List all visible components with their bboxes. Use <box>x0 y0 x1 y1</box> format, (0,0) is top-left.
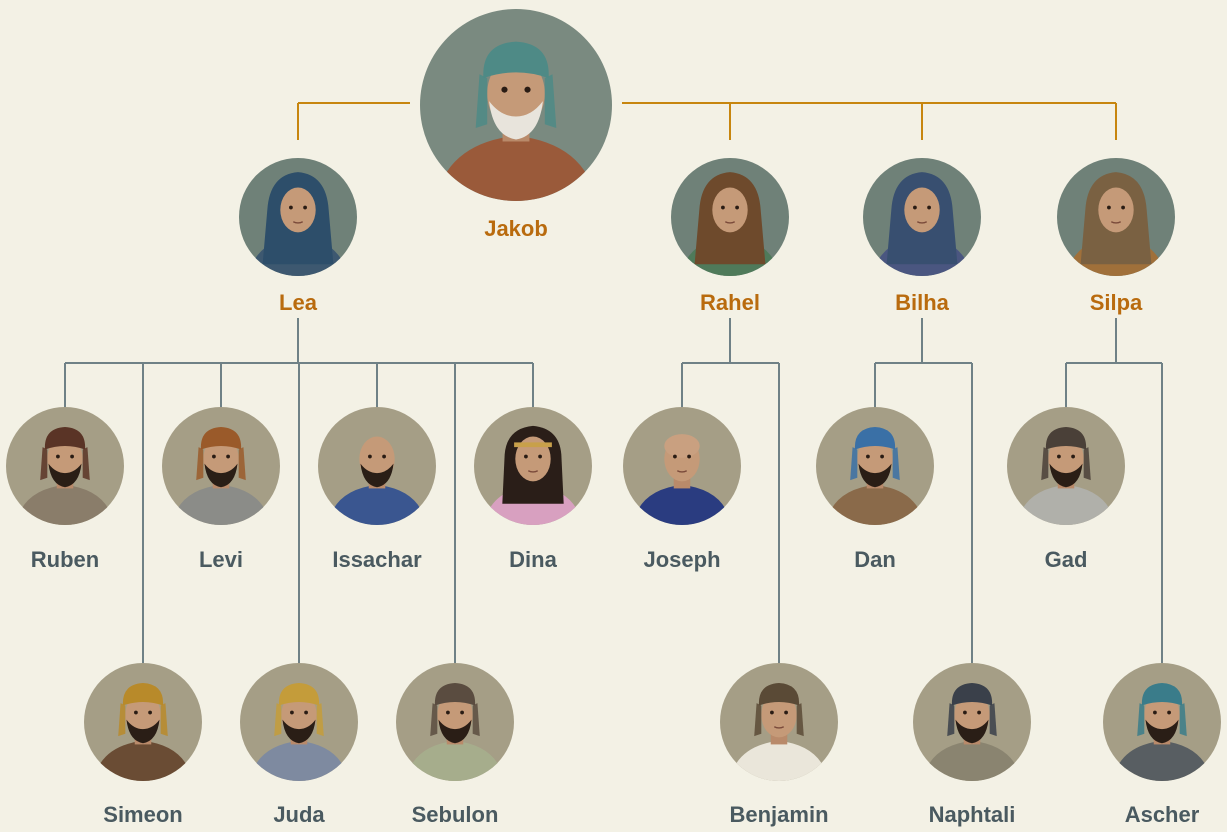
gad-portrait-icon <box>1007 407 1125 525</box>
joseph-portrait-icon <box>623 407 741 525</box>
sebulon-portrait-icon <box>396 663 514 781</box>
issachar-label: Issachar <box>332 547 422 572</box>
rahel-label: Rahel <box>700 290 760 315</box>
juda-portrait-icon <box>240 663 358 781</box>
joseph-label: Joseph <box>643 547 721 572</box>
dina-label: Dina <box>509 547 557 572</box>
dan-portrait-icon <box>816 407 934 525</box>
juda-label: Juda <box>273 802 325 827</box>
sebulon-label: Sebulon <box>411 802 499 827</box>
naphtali-label: Naphtali <box>928 802 1016 827</box>
levi-label: Levi <box>198 547 244 572</box>
bilha-portrait-icon <box>863 158 981 276</box>
simeon-label: Simeon <box>103 802 183 827</box>
lea-portrait-icon <box>239 158 357 276</box>
dina-portrait-icon <box>474 407 592 525</box>
benjamin-portrait-icon <box>720 663 838 781</box>
silpa-label: Silpa <box>1089 290 1143 315</box>
ruben-portrait-icon <box>6 407 124 525</box>
jakob-portrait-icon <box>420 9 612 201</box>
ascher-label: Ascher <box>1124 802 1200 827</box>
simeon-portrait-icon <box>84 663 202 781</box>
bilha-label: Bilha <box>895 290 949 315</box>
naphtali-portrait-icon <box>913 663 1031 781</box>
rahel-portrait-icon <box>671 158 789 276</box>
ascher-portrait-icon <box>1103 663 1221 781</box>
gad-label: Gad <box>1044 547 1088 572</box>
ruben-label: Ruben <box>30 547 100 572</box>
jakob-label: Jakob <box>484 216 548 241</box>
lea-label: Lea <box>279 290 317 315</box>
dan-label: Dan <box>854 547 896 572</box>
issachar-portrait-icon <box>318 407 436 525</box>
benjamin-label: Benjamin <box>729 802 829 827</box>
levi-portrait-icon <box>162 407 280 525</box>
silpa-portrait-icon <box>1057 158 1175 276</box>
